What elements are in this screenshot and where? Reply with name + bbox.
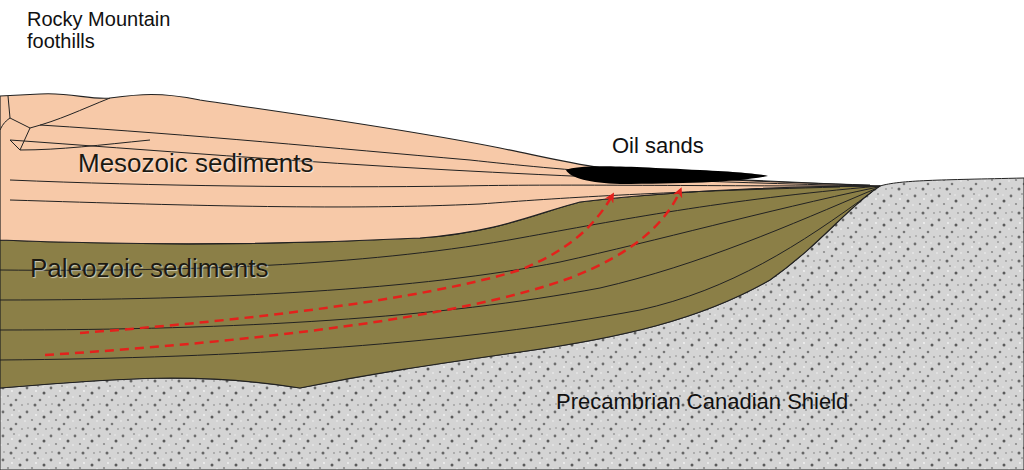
foothills-label: Rocky Mountain foothills — [27, 8, 202, 52]
deposit-label: Oil sands — [612, 134, 704, 158]
mesozoic-region — [0, 94, 880, 244]
bedding-lines — [0, 96, 880, 360]
region-label: Precambrian Canadian Shield — [556, 390, 848, 414]
region-label: Mesozoic sediments — [78, 149, 314, 178]
region-label: Paleozoic sediments — [30, 254, 268, 283]
oil-sands-deposit — [566, 166, 768, 184]
